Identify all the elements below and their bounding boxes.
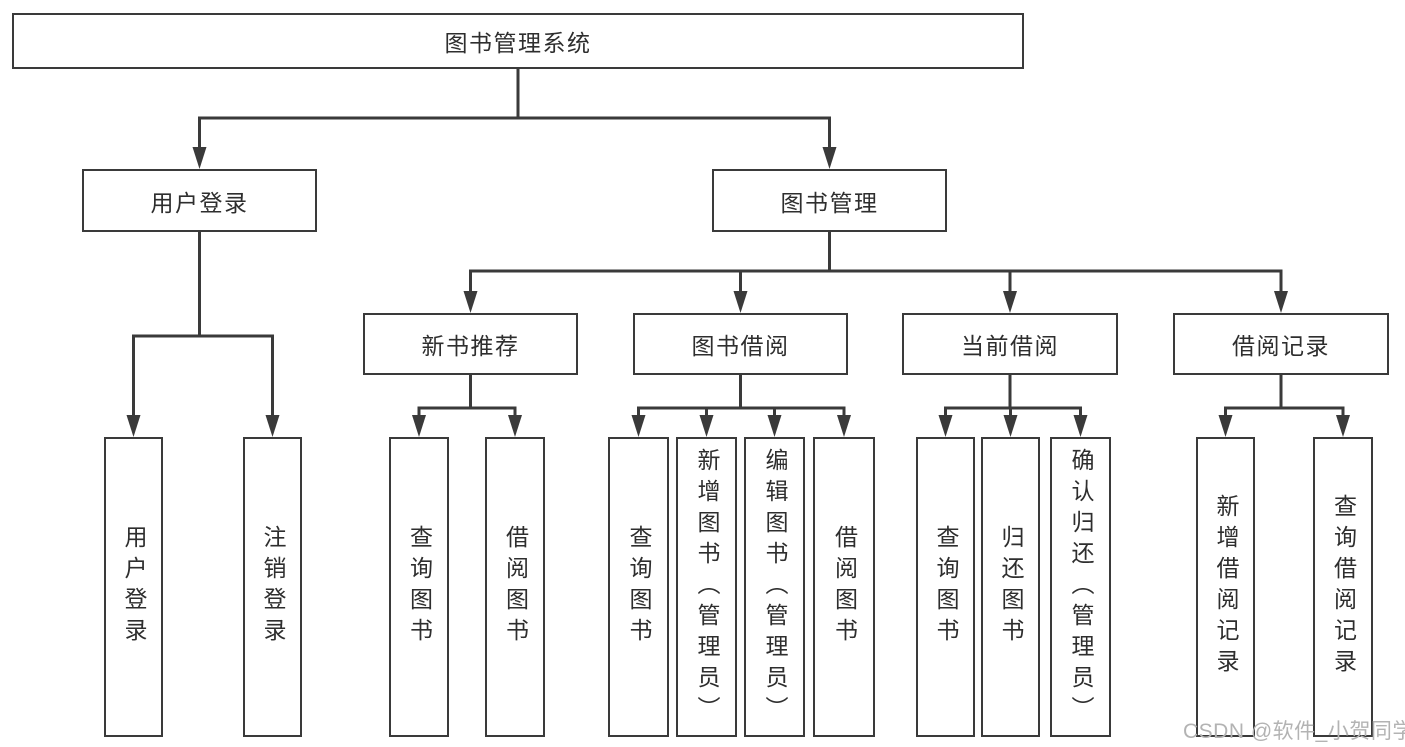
arrowhead [1274,291,1288,313]
node-label: 注销登录 [260,525,286,649]
node-label: 查询图书 [933,525,959,649]
leaf-user-login: 用户登录 [104,437,163,737]
node-label: 新增图书（管理员） [694,447,720,727]
leaf-query-books-recommend: 查询图书 [389,437,449,737]
arrowhead [192,147,207,169]
arrowhead [733,291,748,313]
csdn-watermark: CSDN @软件_小贺同学 [1183,720,1405,743]
node-label: 新增借阅记录 [1213,494,1239,680]
leaf-query-borrow-record: 查询借阅记录 [1313,437,1373,737]
node-label: 图书管理系统 [444,30,592,56]
leaf-borrow-books-recommend: 借阅图书 [485,437,545,737]
leaf-borrow-books-borrowing: 借阅图书 [813,437,875,737]
connector-borrowing-records-children [1224,373,1345,427]
leaf-add-book-admin: 新增图书（管理员） [676,437,737,737]
node-label: 查询图书 [406,525,433,649]
node-new-book-recommend: 新书推荐 [363,313,578,375]
arrowhead [1073,415,1088,437]
node-book-borrowing: 图书借阅 [633,313,848,375]
leaf-add-borrow-record: 新增借阅记录 [1196,437,1255,737]
arrowhead [126,415,141,437]
arrowhead [822,147,837,169]
arrowhead [938,415,953,437]
arrowhead [1336,415,1350,437]
leaf-query-books-borrowing: 查询图书 [608,437,669,737]
arrowhead [837,415,851,437]
leaf-query-books-current: 查询图书 [916,437,975,737]
node-book-management: 图书管理 [712,169,947,232]
arrowhead [767,415,782,437]
leaf-confirm-return-admin: 确认归还（管理员） [1050,437,1111,737]
node-label: 用户登录 [150,189,249,216]
node-user-login: 用户登录 [82,169,317,232]
arrowheads [126,147,1350,437]
node-borrowing-records: 借阅记录 [1173,313,1389,375]
node-library-system: 图书管理系统 [12,13,1024,69]
arrowhead [631,415,646,437]
node-label: 查询借阅记录 [1330,494,1357,680]
arrowhead [463,291,478,313]
arrowhead [508,415,522,437]
node-label: 图书借阅 [691,333,790,359]
connector-user-login-children [132,230,274,427]
connector-book-management-children [469,230,1283,302]
node-label: 用户登录 [121,525,147,649]
leaf-return-book: 归还图书 [981,437,1040,737]
node-label: 新书推荐 [421,333,520,359]
node-label: 归还图书 [998,525,1024,649]
leaf-edit-book-admin: 编辑图书（管理员） [744,437,805,737]
node-label: 编辑图书（管理员） [762,447,788,727]
connector-new-book-children [417,373,517,427]
node-label: 当前借阅 [961,333,1059,359]
leaf-logout: 注销登录 [243,437,302,737]
node-label: 图书管理 [780,189,879,216]
node-label: 查询图书 [626,525,652,649]
node-label: 确认归还（管理员） [1068,447,1094,727]
arrowhead [1003,415,1018,437]
node-label: 借阅记录 [1232,333,1330,359]
arrowhead [412,415,426,437]
arrowhead [1003,291,1017,313]
node-label: 借阅图书 [831,525,858,649]
connector-book-borrowing-children [637,373,846,427]
arrowhead [1218,415,1233,437]
arrowhead [265,415,280,437]
connector-root-to-level2 [198,67,831,157]
arrowhead [699,415,714,437]
node-current-borrowing: 当前借阅 [902,313,1118,375]
node-label: 借阅图书 [502,525,529,649]
